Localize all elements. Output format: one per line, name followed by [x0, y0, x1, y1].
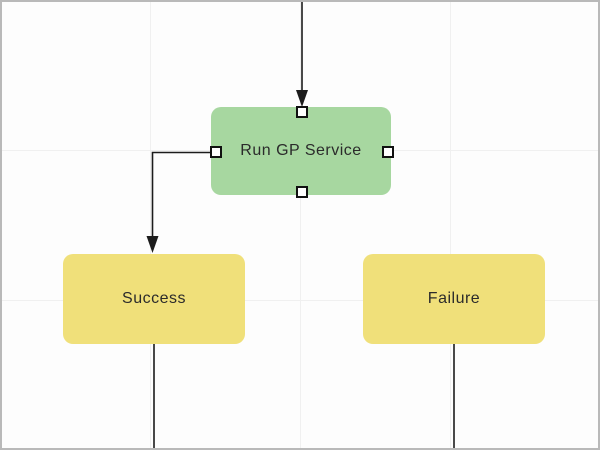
node-label: Run GP Service — [240, 142, 362, 159]
selection-handle-left[interactable] — [210, 146, 222, 158]
arrowhead-icon — [146, 236, 159, 253]
selection-handle-right[interactable] — [382, 146, 394, 158]
selection-handle-top[interactable] — [296, 106, 308, 118]
selection-handle-bottom[interactable] — [296, 186, 308, 198]
node-failure[interactable]: Failure — [363, 254, 545, 344]
node-success[interactable]: Success — [63, 254, 245, 344]
connector-rungp-to-success[interactable] — [151, 151, 213, 239]
node-run-gp-service[interactable]: Run GP Service — [211, 107, 391, 195]
arrowhead-icon — [296, 90, 308, 107]
node-label: Failure — [427, 290, 481, 307]
node-label: Success — [122, 290, 186, 307]
